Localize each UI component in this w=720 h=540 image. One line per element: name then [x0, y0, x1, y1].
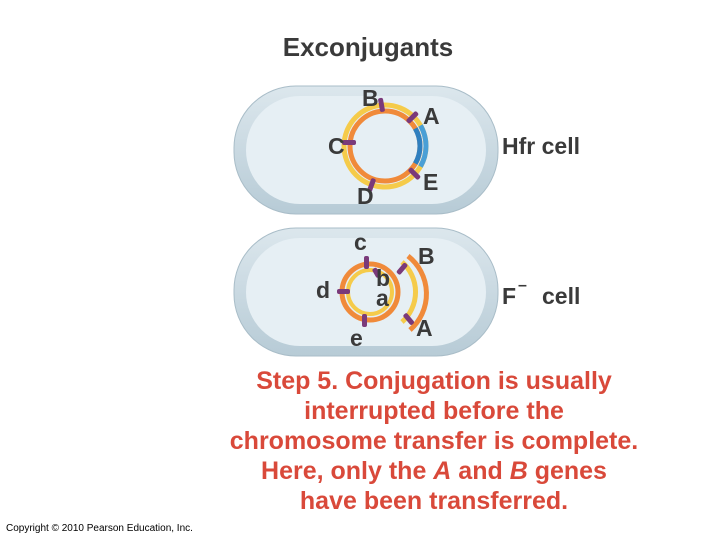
hfr-chromosome [341, 102, 429, 190]
gene-marker-A [406, 111, 419, 124]
caption-line-3: chromosome transfer is complete. [229, 427, 639, 455]
caption-line-4c: genes [527, 457, 607, 485]
gene-label-D: D [357, 183, 374, 209]
f-factor-segment [418, 124, 429, 168]
gene-label-donor-A: A [416, 315, 433, 341]
f-minus-cell: c b a d e B A [233, 227, 499, 357]
gene-marker-donor-A [403, 313, 414, 325]
hfr-cell-interior [246, 96, 486, 204]
f-minus-label-superscript: – [518, 277, 527, 294]
gene-label-a: a [376, 285, 389, 311]
gene-label-E: E [423, 169, 438, 195]
gene-marker-B [378, 97, 385, 112]
gene-label-A: A [423, 103, 440, 129]
hfr-cell-label: Hfr cell [502, 133, 580, 159]
gene-label-d: d [316, 277, 330, 303]
gene-marker-C [342, 140, 356, 145]
caption-gene-a: A [433, 457, 452, 485]
gene-marker-c [364, 256, 369, 269]
gene-marker-donor-B [396, 262, 408, 275]
caption-gene-b: B [509, 457, 528, 485]
gene-marker-b [372, 267, 381, 278]
gene-label-B: B [362, 85, 379, 111]
gene-marker-e [362, 314, 367, 327]
caption-line-1: Step 5. Conjugation is usually [256, 367, 612, 395]
copyright-notice: Copyright © 2010 Pearson Education, Inc. [6, 523, 193, 534]
gene-label-e: e [350, 325, 363, 351]
hfr-cell: B A C D E [233, 85, 499, 215]
caption-line-4b: and [451, 457, 510, 485]
step-caption: Step 5. Conjugation is usually interrupt… [200, 366, 668, 516]
f-minus-label-letter: F [502, 283, 516, 309]
gene-label-b: b [376, 265, 390, 291]
gene-label-c: c [354, 229, 367, 255]
gene-marker-D [367, 178, 376, 193]
gene-marker-d [337, 289, 350, 294]
gene-label-C: C [328, 133, 345, 159]
caption-line-5: have been transferred. [299, 487, 569, 515]
f-minus-cell-interior [246, 238, 486, 346]
gene-marker-E [408, 167, 421, 180]
f-minus-label-rest: cell [542, 283, 580, 309]
diagram-title: Exconjugants [283, 32, 453, 62]
gene-label-donor-B: B [418, 243, 435, 269]
f-minus-cell-label: F – cell [502, 277, 580, 309]
caption-line-4a: Here, only the [261, 457, 434, 485]
caption-line-2: interrupted before the [304, 397, 564, 425]
